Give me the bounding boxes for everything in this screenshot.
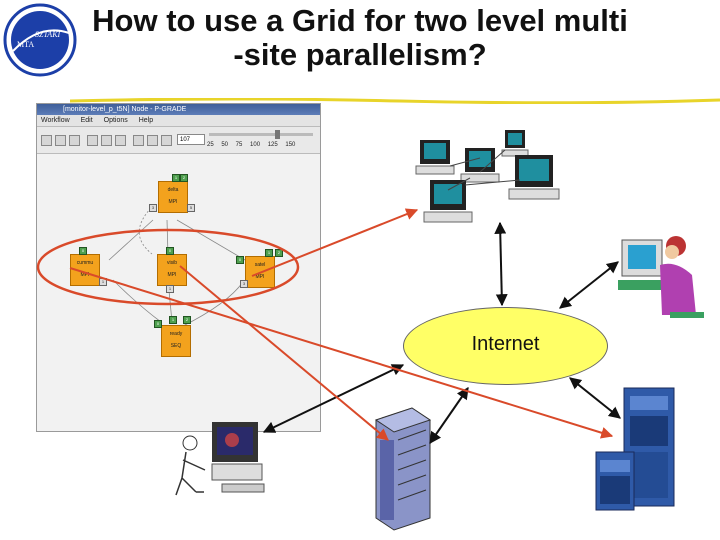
run-icon[interactable] [69, 135, 80, 146]
node-port[interactable]: 0 [166, 247, 174, 255]
node-port[interactable]: 0 [79, 247, 87, 255]
mapping-arrow-satel [251, 208, 419, 277]
server-tower-icon [374, 407, 432, 531]
node-port[interactable]: 1 [169, 316, 177, 324]
node-type: SEQ [170, 343, 182, 349]
zoom-slider-thumb[interactable] [275, 130, 280, 139]
workflow-node-delta[interactable]: delta MPI [158, 181, 188, 213]
slide-title: How to use a Grid for two level multi -s… [0, 4, 720, 72]
node-port[interactable]: 5 [187, 204, 195, 212]
menu-help[interactable]: Help [138, 117, 154, 124]
node-port[interactable]: 1 [166, 285, 174, 293]
node-port[interactable]: 2 [183, 316, 191, 324]
node-port[interactable]: 2 [275, 249, 283, 257]
zoom-in-icon[interactable] [161, 135, 172, 146]
server-cluster-icon [595, 387, 675, 511]
menu-workflow[interactable]: Workflow [41, 117, 70, 124]
workstation-cluster-icon [415, 130, 560, 223]
link-arrow-cluster [569, 377, 621, 419]
title-underline [70, 98, 720, 104]
link-arrow-workstations [494, 221, 508, 307]
node-port[interactable]: 1 [265, 249, 273, 257]
mapping-arrow-cummu [69, 267, 614, 439]
window-toolbar: 107 25 50 75 100 125 150 [37, 127, 320, 154]
parallel-nodes-highlight [36, 228, 300, 306]
link-arrow-person [262, 364, 405, 433]
title-line-1: How to use a Grid for two level multi [92, 3, 628, 38]
node-port[interactable]: 3 [149, 204, 157, 212]
node-name: ready [169, 331, 183, 337]
node-name: cummu [76, 260, 94, 266]
node-port[interactable]: 0 [154, 320, 162, 328]
copy-icon[interactable] [101, 135, 112, 146]
menu-edit[interactable]: Edit [80, 117, 93, 124]
node-port[interactable]: 0 [236, 256, 244, 264]
node-port[interactable]: 2 [180, 174, 188, 182]
internet-label: Internet [471, 333, 540, 355]
node-name: visib [166, 260, 177, 266]
window-titlebar: [monitor-level_p_t5N] Node - P-GRADE [37, 104, 320, 115]
window-menubar: Workflow Edit Options Help [37, 115, 320, 127]
zoom-tick-labels: 25 50 75 100 125 150 [207, 142, 296, 148]
zoom-slider[interactable] [209, 133, 313, 136]
window-title: [monitor-level_p_t5N] Node - P-GRADE [63, 106, 187, 113]
node-type: MPI [168, 199, 178, 205]
save-icon[interactable] [55, 135, 66, 146]
node-type: MPI [80, 272, 90, 278]
node-type: MPI [167, 272, 177, 278]
open-icon[interactable] [41, 135, 52, 146]
node-port[interactable]: 1 [172, 174, 180, 182]
node-name: satel [254, 262, 266, 268]
node-name: delta [167, 187, 179, 193]
menu-options[interactable]: Options [103, 117, 128, 124]
user-at-computer-icon [618, 236, 704, 318]
internet-cloud [403, 307, 608, 385]
delete-icon[interactable] [133, 135, 144, 146]
logo-text-left: MTA [17, 40, 34, 49]
node-type: MPI [255, 274, 265, 280]
link-arrow-server [429, 387, 469, 444]
title-line-2: -site parallelism? [233, 37, 487, 72]
sztaki-logo: MTA SZTAKI [3, 3, 77, 77]
workflow-node-visib[interactable]: visib MPI [157, 254, 187, 286]
node-port[interactable]: 3 [240, 280, 248, 288]
person-at-workstation-icon [175, 422, 265, 496]
paste-icon[interactable] [115, 135, 126, 146]
mapping-arrow-visib [179, 265, 389, 441]
cut-icon[interactable] [87, 135, 98, 146]
link-arrow-user [559, 261, 619, 309]
zoom-input[interactable]: 107 [177, 134, 205, 145]
workflow-node-ready[interactable]: ready SEQ [161, 325, 191, 357]
logo-text-right: SZTAKI [35, 30, 61, 39]
zoom-out-icon[interactable] [147, 135, 158, 146]
